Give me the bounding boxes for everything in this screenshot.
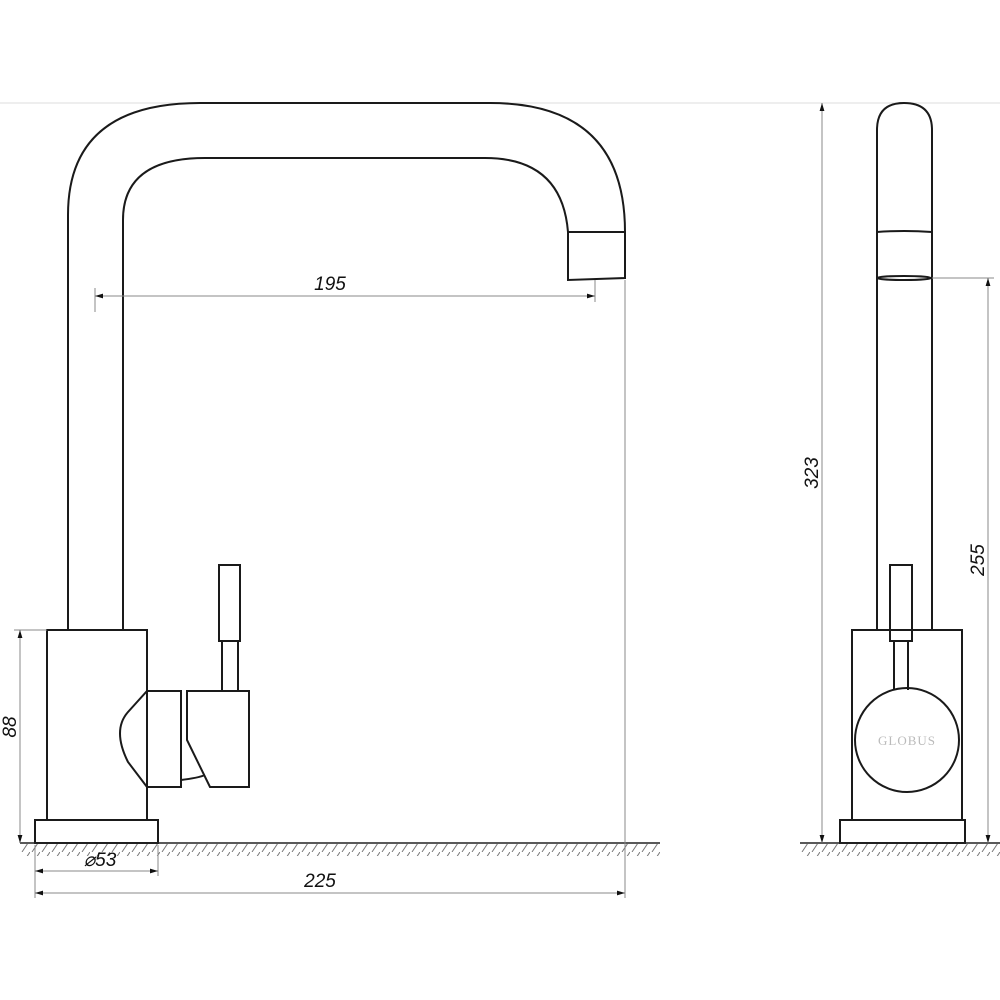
cartridge-arc (180, 774, 206, 781)
dimension-spout-reach: 195 (314, 274, 346, 295)
faucet-body (46, 629, 148, 821)
side-base (839, 819, 966, 844)
side-view: GLOBUS 323 255 (800, 101, 1000, 856)
dimension-body-height: 88 (0, 716, 21, 738)
side-spout-band (876, 230, 933, 233)
lever-stem (221, 641, 239, 690)
front-view: 195 225 ⌀53 88 (0, 102, 660, 898)
handle-block (186, 690, 250, 788)
dimension-total-height: 323 (802, 457, 823, 489)
spout-aerator (567, 231, 626, 282)
cartridge-cam (119, 690, 182, 788)
side-spout (876, 101, 933, 630)
dimension-base-diameter: ⌀53 (84, 850, 117, 871)
side-lever-stem (893, 641, 909, 690)
brand-logo: GLOBUS (878, 733, 936, 748)
dimension-spout-height: 255 (968, 544, 989, 577)
side-lever-handle (889, 564, 913, 642)
dimension-total-depth: 225 (303, 871, 336, 892)
spout-outer (67, 102, 626, 630)
ground-hatch (20, 844, 660, 856)
spout-inner (122, 157, 569, 630)
side-ground-hatch (800, 844, 1000, 856)
lever-handle (218, 564, 241, 642)
side-spout-outlet (876, 275, 932, 281)
faucet-base (34, 819, 159, 844)
